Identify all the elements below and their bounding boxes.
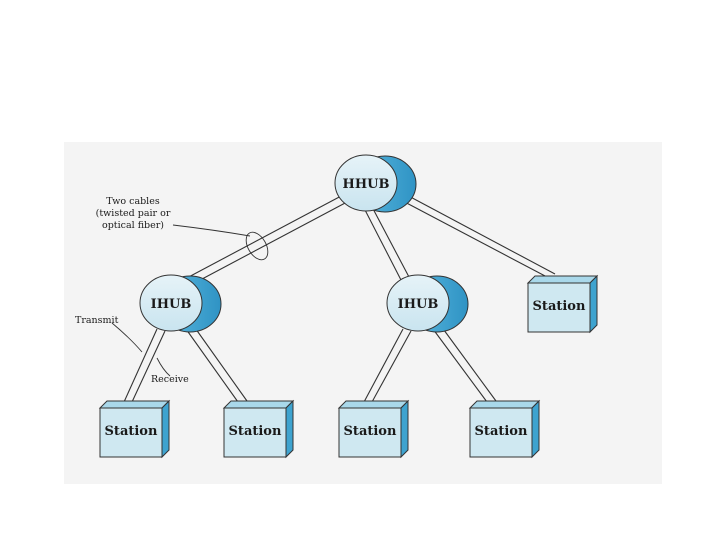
ihub-left-node: IHUB	[139, 274, 222, 333]
cable-ihub-right-station-4	[432, 325, 497, 403]
ihub-right-label: IHUB	[398, 297, 439, 312]
cable-hhub-ihub-left	[182, 194, 348, 288]
cables-annotation-line-3: optical fiber)	[102, 220, 164, 231]
cables-annotation-line-1: Two cables	[106, 196, 160, 207]
cable-hhub-station	[398, 192, 556, 278]
cable-ihub-left-station-2	[185, 324, 248, 403]
receive-annotation: Receive	[151, 374, 189, 385]
transmit-annotation: Transmit	[75, 315, 119, 326]
station-3: Station	[337, 399, 410, 459]
cable-ihub-left-station-1	[123, 328, 166, 403]
cables-leader-line	[172, 224, 251, 237]
station-1: Station	[98, 399, 171, 459]
cable-hhub-ihub-right	[363, 204, 410, 281]
station-3-label: Station	[344, 424, 397, 439]
station-4-label: Station	[475, 424, 528, 439]
station-right: Station	[526, 274, 599, 334]
station-1-label: Station	[105, 424, 158, 439]
station-2: Station	[222, 399, 295, 459]
cables-annotation: Two cables (twisted pair or optical fibe…	[96, 196, 171, 231]
annotation-leaders	[111, 224, 269, 377]
receive-leader-line	[156, 357, 171, 377]
hhub-label: HHUB	[343, 177, 390, 192]
ihub-left-label: IHUB	[151, 297, 192, 312]
cable-highlight-loop	[245, 231, 269, 261]
station-2-label: Station	[229, 424, 282, 439]
transmit-leader-line	[111, 322, 143, 353]
station-4: Station	[468, 399, 541, 459]
ihub-right-node: IHUB	[386, 274, 469, 333]
station-right-label: Station	[533, 299, 586, 314]
hhub-node: HHUB	[334, 154, 417, 213]
cable-group	[123, 192, 556, 403]
cable-ihub-right-station-3	[363, 328, 412, 403]
cables-annotation-line-2: (twisted pair or	[96, 208, 171, 219]
